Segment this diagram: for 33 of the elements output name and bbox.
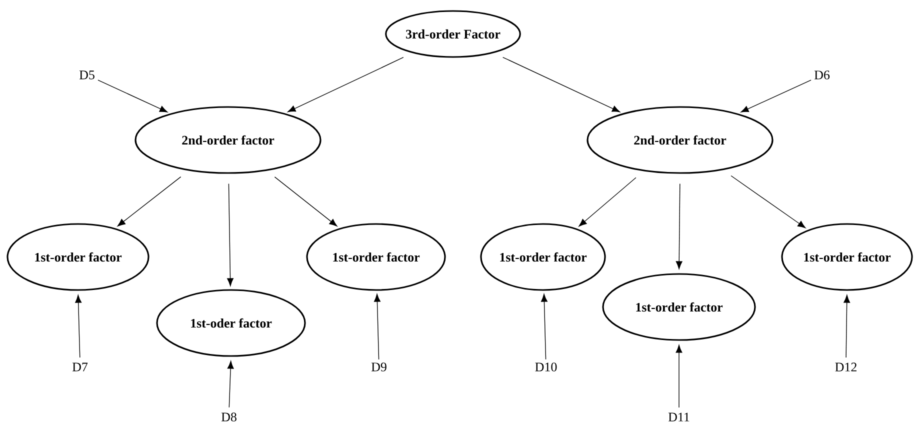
disturbance-label: D11 [668,412,690,422]
arrow [117,176,182,226]
arrow [374,294,380,360]
arrow [578,177,636,227]
disturbance-label: D5 [79,70,94,80]
ellipse-node: 1st-oder factor [156,289,306,357]
ellipse-node: 1st-order factor [602,273,756,341]
arrow [274,176,338,226]
arrow [502,56,620,112]
disturbance-label: D6 [814,70,830,80]
disturbance-label: D10 [535,362,557,372]
arrow [730,175,806,228]
ellipse-node: 1st-order factor [6,223,150,291]
ellipse-node: 1st-order factor [306,223,446,291]
arrow [288,57,404,112]
ellipse-node: 2nd-order factor [134,106,322,174]
ellipse-node: 1st-order factor [781,223,913,291]
ellipse-node: 3rd-order Factor [385,10,521,58]
ellipse-node: 1st-order factor [480,223,606,291]
disturbance-label: D7 [72,362,88,372]
arrow [541,294,548,360]
arrow [227,183,234,286]
arrow [75,294,82,358]
arrow [844,294,850,358]
disturbance-label: D12 [835,362,856,372]
arrow [676,344,682,408]
disturbance-label: D9 [371,362,386,372]
arrow [98,80,168,112]
arrow [227,360,234,408]
arrow [676,183,682,270]
arrow [740,80,812,112]
ellipse-node: 2nd-order factor [586,106,774,174]
disturbance-label: D8 [221,412,236,422]
